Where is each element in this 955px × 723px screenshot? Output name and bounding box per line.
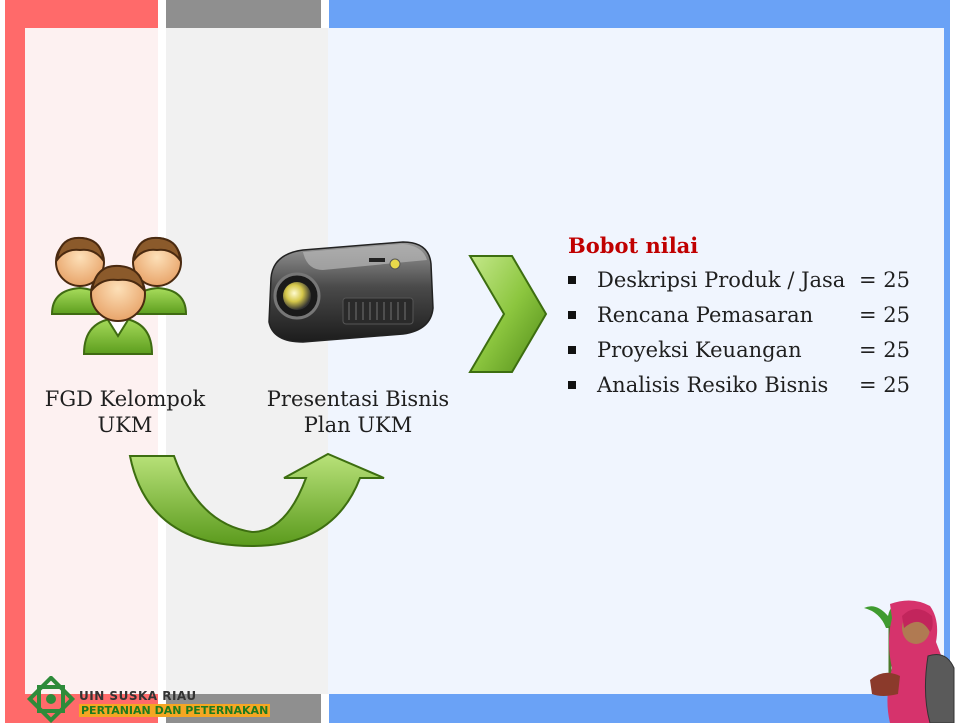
criterion-score: = 25 (859, 337, 910, 362)
student-plant-illustration (864, 600, 955, 723)
presentation-step-label: Presentasi Bisnis Plan UKM (266, 387, 450, 437)
middle-panel (166, 28, 328, 694)
fgd-step-label: FGD Kelompok UKM (44, 387, 206, 437)
bobot-item: Deskripsi Produk / Jasa = 25 (568, 262, 919, 297)
criterion-score: = 25 (859, 267, 910, 292)
left-panel (25, 28, 158, 694)
institution-name: UIN SUSKA RIAU (79, 689, 197, 703)
right-panel (328, 28, 944, 694)
criterion-score: = 25 (859, 302, 910, 327)
bobot-item: Analisis Resiko Bisnis = 25 (568, 367, 919, 402)
university-logo-icon (26, 676, 76, 723)
bullet-icon (568, 275, 576, 284)
criterion-label: Deskripsi Produk / Jasa (597, 267, 846, 292)
bobot-nilai-panel: Bobot nilai Deskripsi Produk / Jasa = 25… (568, 233, 919, 402)
bullet-icon (568, 310, 576, 319)
bobot-title: Bobot nilai (568, 233, 699, 258)
projector-icon (268, 241, 434, 343)
faculty-name: PERTANIAN DAN PETERNAKAN (79, 704, 271, 717)
bullet-icon (568, 380, 576, 389)
people-group-icon (50, 236, 188, 355)
chevron-right-icon (468, 255, 548, 373)
criterion-label: Proyeksi Keuangan (597, 337, 802, 362)
criterion-label: Analisis Resiko Bisnis (597, 372, 829, 397)
bobot-item: Proyeksi Keuangan = 25 (568, 332, 919, 367)
criterion-score: = 25 (859, 372, 910, 397)
curved-arrow-icon (128, 452, 385, 548)
bobot-item: Rencana Pemasaran = 25 (568, 297, 919, 332)
criterion-label: Rencana Pemasaran (597, 302, 814, 327)
bullet-icon (568, 345, 576, 354)
